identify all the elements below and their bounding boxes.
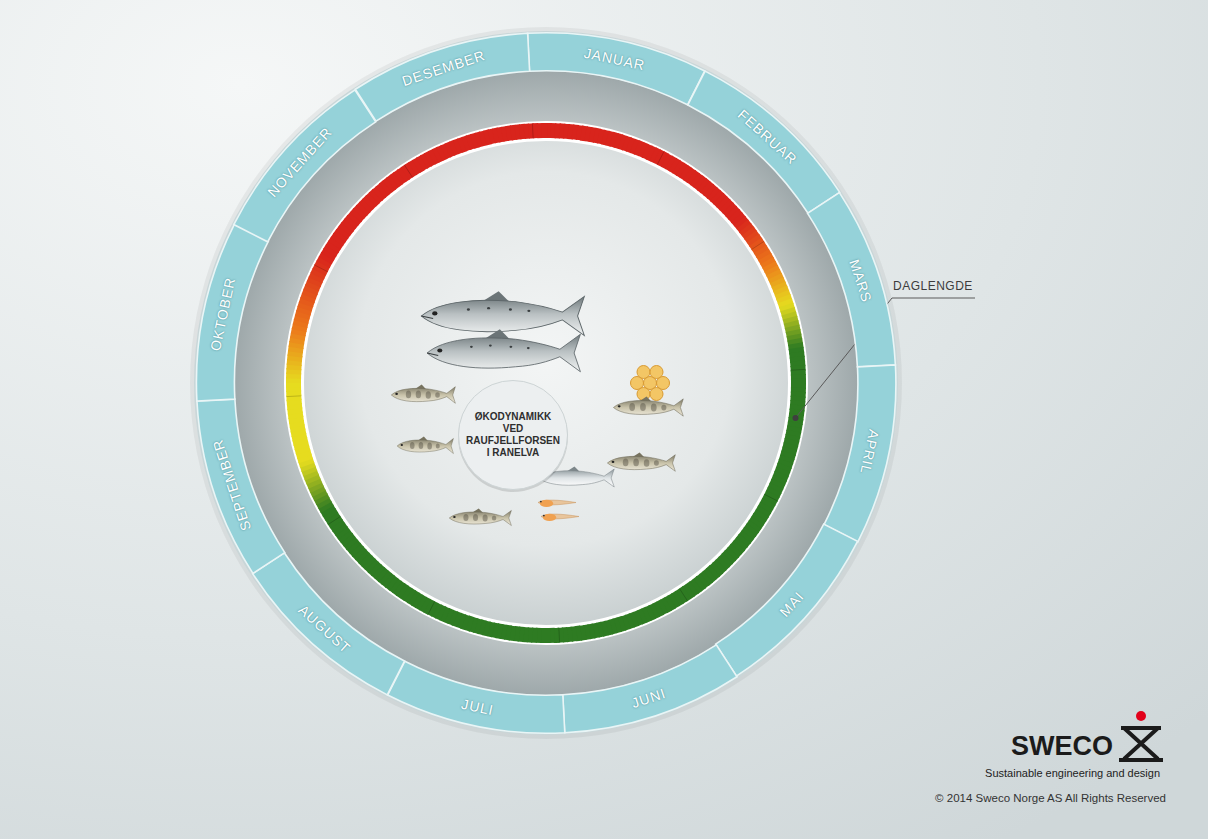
inner-disc <box>303 140 789 626</box>
egg <box>650 388 663 401</box>
month-segment <box>709 517 866 684</box>
month-divider <box>657 151 664 164</box>
month-divider <box>532 123 534 138</box>
month-segment <box>225 81 382 248</box>
daylength-segment <box>541 123 547 138</box>
month-segment <box>385 659 572 744</box>
month-divider <box>764 494 777 501</box>
parr-figure <box>613 397 683 417</box>
logo-wordmark-box: SWECO <box>1011 730 1113 762</box>
month-divider <box>428 601 435 614</box>
callout-label-box: DAGLENGDE <box>893 279 973 293</box>
disc-outline <box>459 381 568 490</box>
month-segment <box>805 189 907 376</box>
logo-tagline-box: Sustainable engineering and design <box>985 767 1160 780</box>
month-divider <box>679 588 687 601</box>
parr-figure <box>391 385 455 404</box>
salmon-figure <box>421 291 584 335</box>
logo-dot <box>1136 711 1146 721</box>
egg <box>650 366 663 379</box>
month-segment <box>822 357 907 544</box>
parr-figure <box>397 437 453 454</box>
callout-label: DAGLENGDE <box>893 279 973 293</box>
logo-mark <box>1119 711 1163 760</box>
copyright-note: © 2014 Sweco Norge AS All Rights Reserve… <box>935 792 1166 806</box>
month-segment <box>352 22 539 124</box>
month-divider <box>791 369 806 371</box>
logo-tagline: Sustainable engineering and design <box>985 767 1160 780</box>
month-segment <box>185 222 270 409</box>
egg-cluster <box>631 366 670 401</box>
title-disc: ØKODYNAMIKK VED RAUFJELLFORSEN I RANELVA <box>458 380 568 490</box>
month-segment <box>553 642 740 744</box>
copyright-note-box: © 2014 Sweco Norge AS All Rights Reserve… <box>935 792 1166 806</box>
wheel-rim <box>194 31 898 735</box>
title-text: ØKODYNAMIKK VED RAUFJELLFORSEN I RANELVA <box>466 411 560 459</box>
month-segment <box>185 390 287 577</box>
month-divider <box>404 165 412 178</box>
month-divider <box>328 516 341 524</box>
month-divider <box>286 395 301 397</box>
logo-symbol <box>1119 728 1163 760</box>
daylength-ring <box>286 123 806 643</box>
month-segment <box>244 546 411 703</box>
month-divider <box>558 628 560 643</box>
month-divider <box>751 241 764 249</box>
leader-dot <box>793 415 799 421</box>
month-segment <box>680 62 847 219</box>
fry-figure <box>541 514 579 521</box>
parr-figure <box>607 453 675 472</box>
wheel-shadow <box>190 27 902 739</box>
salmon-figure <box>427 329 580 372</box>
logo-wordmark: SWECO <box>1011 730 1113 762</box>
gray-ring <box>234 71 858 695</box>
parr-figure <box>449 509 511 526</box>
month-segment <box>520 22 707 107</box>
fish-illustration <box>391 291 683 525</box>
month-divider <box>314 265 327 272</box>
wheel <box>190 27 902 739</box>
ring-border <box>284 121 808 645</box>
egg <box>637 366 650 379</box>
fry-figure <box>538 500 576 507</box>
